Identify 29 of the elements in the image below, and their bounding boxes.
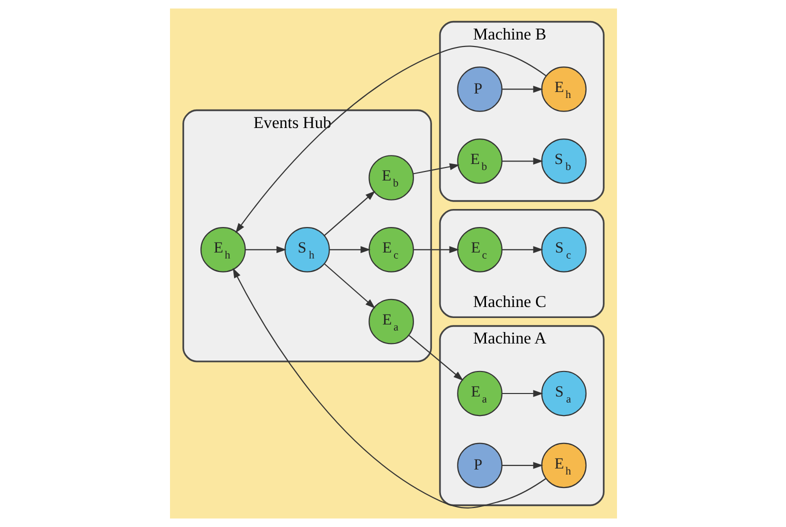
arrow xyxy=(234,46,546,234)
arrow xyxy=(413,246,459,254)
node-circle: P xyxy=(456,66,502,112)
arrow xyxy=(502,462,543,469)
arrow xyxy=(502,158,543,165)
node-circle: S$_{c}$ xyxy=(540,226,586,272)
arrow xyxy=(324,190,375,236)
node-circle: E$_{a}$ xyxy=(456,370,502,416)
arrow xyxy=(502,246,543,254)
arrow xyxy=(324,263,375,308)
arrow xyxy=(244,246,286,254)
node-circle: S$_{b}$ xyxy=(540,138,586,184)
arrow xyxy=(328,246,370,254)
node-circle: E$_{b}$ xyxy=(368,155,414,200)
arrow xyxy=(412,163,460,174)
node-circle: E$_{c}$ xyxy=(368,226,414,272)
arrow xyxy=(502,390,543,397)
node-circle: S$_{h}$ xyxy=(284,226,330,272)
arrow xyxy=(232,268,546,508)
node-circle: E$_{c}$ xyxy=(456,226,502,272)
node-circle: S$_{a}$ xyxy=(540,370,586,416)
arrow xyxy=(408,335,463,381)
node-circle: E$_{b}$ xyxy=(456,138,502,184)
node-circle: E$_{h}$ xyxy=(200,226,246,272)
arrow xyxy=(502,86,543,93)
node-circle: P xyxy=(456,442,502,488)
node-circle: E$_{h}$ xyxy=(540,66,586,112)
node-circle: E$_{h}$ xyxy=(540,442,586,488)
node-circle: E$_{a}$ xyxy=(368,298,414,344)
